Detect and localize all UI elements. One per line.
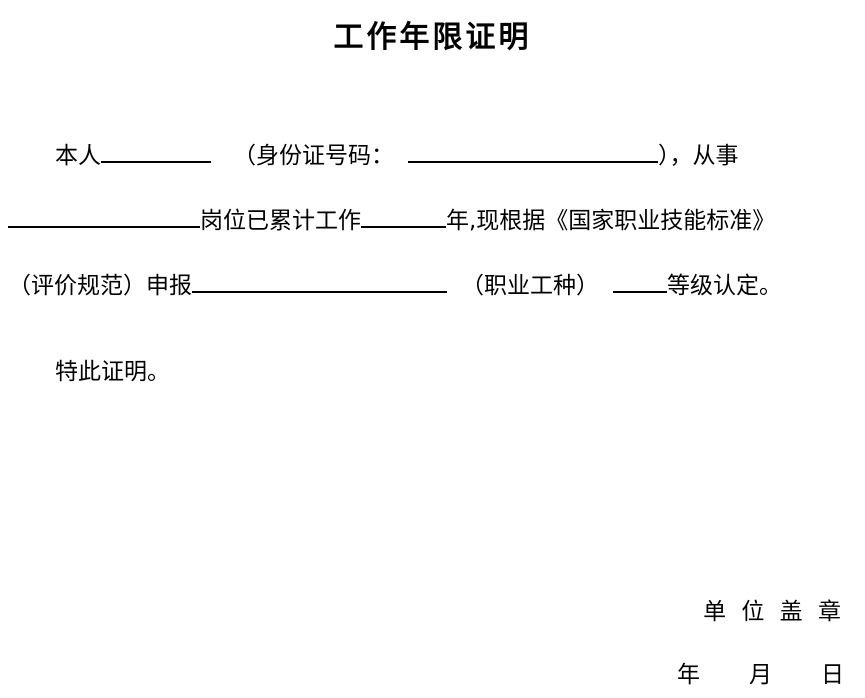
text-id-suffix: ），从事 <box>658 143 739 169</box>
text-id-label: （身份证号码： <box>233 143 394 169</box>
paragraph-line-3: （评价规范）申报 （职业工种） 等级认定。 <box>0 254 865 319</box>
blank-position[interactable] <box>8 223 200 228</box>
date-line: 年 月 日 <box>677 662 845 688</box>
document-body: 本人 （身份证号码： ），从事 岗位已累计工作 年,现根据《国家职业技能标准》 （评价… <box>0 124 865 319</box>
signature-block: 单 位 盖 章 年 月 日 <box>677 592 845 689</box>
paragraph-line-1: 本人 （身份证号码： ），从事 <box>0 124 865 189</box>
blank-occupation[interactable] <box>192 288 447 293</box>
text-years-suffix: 年,现根据《国家职业技能标准》 <box>446 208 776 234</box>
text-level-suffix: 等级认定。 <box>667 273 782 299</box>
paragraph-line-2: 岗位已累计工作 年,现根据《国家职业技能标准》 <box>0 189 865 254</box>
blank-level[interactable] <box>613 288 667 293</box>
closing-statement: 特此证明。 <box>55 359 170 385</box>
blank-years[interactable] <box>361 223 446 228</box>
blank-id-number[interactable] <box>408 158 658 163</box>
document-title: 工作年限证明 <box>333 20 532 55</box>
text-occupation-label: （职业工种） <box>461 273 599 299</box>
text-position-suffix: 岗位已累计工作 <box>200 208 361 234</box>
blank-applicant-name[interactable] <box>101 158 211 163</box>
text-declare-prefix: （评价规范）申报 <box>8 273 192 299</box>
text-applicant-prefix: 本人 <box>55 143 101 169</box>
unit-seal-label: 单 位 盖 章 <box>703 599 845 625</box>
